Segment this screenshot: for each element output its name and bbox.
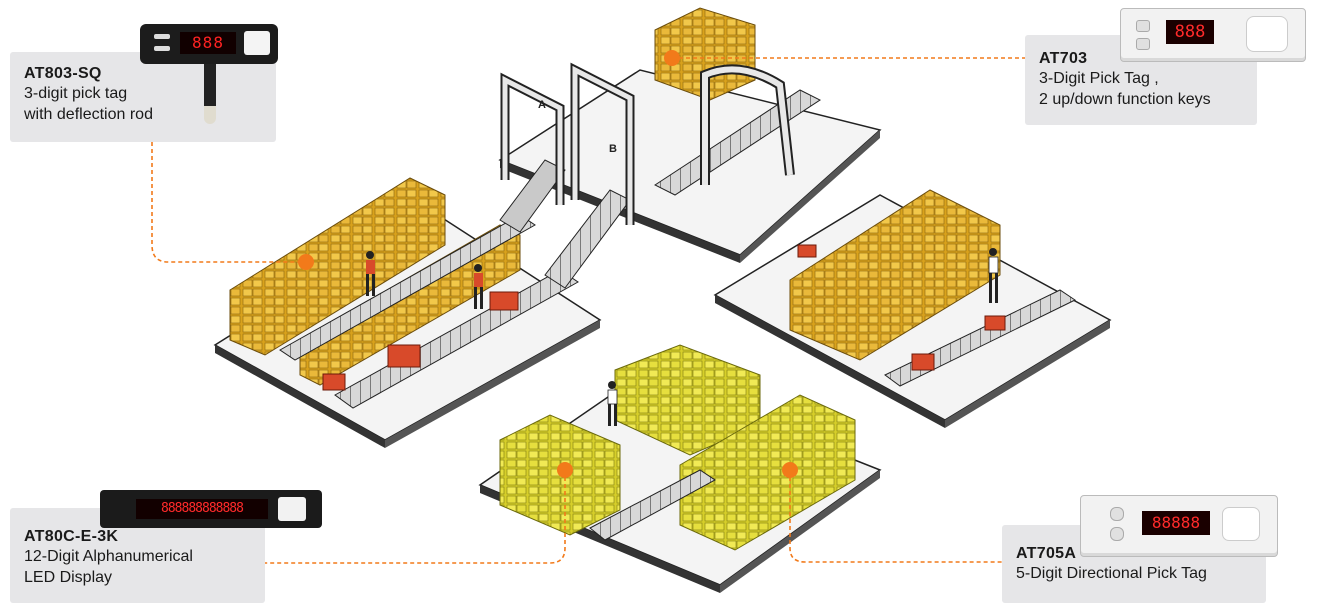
- up-key: [1136, 20, 1150, 32]
- tote: [911, 353, 935, 371]
- tote: [322, 373, 346, 391]
- device-at705a: 88888: [1080, 495, 1280, 557]
- callout-at803-sq: AT803-SQ 3-digit pick tag with deflectio…: [10, 52, 276, 142]
- worker: [988, 248, 999, 303]
- down-key: [1136, 38, 1150, 50]
- confirm-button: [1246, 16, 1288, 52]
- confirm-button: [244, 31, 270, 55]
- model-description: LED Display: [24, 569, 113, 586]
- leader-lines: [151, 57, 1025, 564]
- gate-arch: [700, 64, 795, 185]
- model-name: AT705A: [1016, 545, 1077, 562]
- device-key: [154, 34, 170, 39]
- pick-point-marker-left: [298, 254, 314, 270]
- tote: [489, 291, 519, 311]
- model-description: 2 up/down function keys: [1039, 91, 1211, 108]
- led-display: 88888: [1142, 511, 1210, 535]
- confirm-button: [1222, 507, 1260, 541]
- model-description: 3-Digit Pick Tag ,: [1039, 70, 1159, 87]
- pick-point-marker-bottom-left: [557, 462, 573, 478]
- conveyor-bottom: [589, 469, 716, 541]
- worker: [474, 264, 483, 309]
- model-description: 12-Digit Alphanumerical: [24, 548, 193, 565]
- model-name: AT703: [1039, 50, 1088, 67]
- model-name: AT80C-E-3K: [24, 528, 119, 545]
- led-display: 888888888888: [136, 499, 268, 519]
- deflection-rod: [204, 64, 216, 124]
- leader-line-at705: [789, 470, 1002, 563]
- gate-a: [500, 72, 565, 205]
- leader-line-at80c: [265, 470, 566, 564]
- pick-point-marker-top: [664, 50, 680, 66]
- gate-b-label: B: [609, 143, 617, 155]
- tote: [797, 244, 817, 258]
- gate-a-label: A: [538, 99, 546, 111]
- shelves-top: [654, 7, 756, 101]
- device-key: [154, 46, 170, 51]
- led-display: 888: [180, 32, 236, 54]
- down-key: [1110, 527, 1124, 541]
- conveyor-incline: [499, 159, 631, 289]
- pick-point-marker-bottom-right: [782, 462, 798, 478]
- device-at803-sq: 888: [140, 24, 280, 136]
- worker: [366, 251, 375, 296]
- model-name: AT803-SQ: [24, 65, 102, 82]
- model-description: with deflection rod: [24, 106, 153, 123]
- tote: [387, 344, 421, 368]
- model-description: 3-digit pick tag: [24, 85, 128, 102]
- worker: [607, 381, 618, 426]
- shelves-left: [229, 177, 521, 386]
- led-display: 888: [1166, 20, 1214, 44]
- tote: [984, 315, 1006, 331]
- gate-b: [570, 62, 635, 225]
- device-at80c-e-3k: 888888888888: [100, 490, 325, 530]
- device-at703: 888: [1120, 8, 1306, 62]
- confirm-button: [278, 497, 306, 521]
- up-key: [1110, 507, 1124, 521]
- shelves-right: [789, 189, 1001, 361]
- model-description: 5-Digit Directional Pick Tag: [1016, 565, 1207, 582]
- leader-line-at803: [151, 142, 306, 263]
